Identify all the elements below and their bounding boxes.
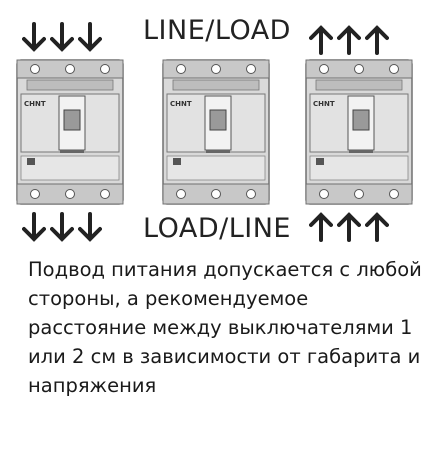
arrow-down-icon bbox=[22, 22, 46, 52]
top-left-arrows bbox=[22, 22, 102, 52]
arrow-down-icon bbox=[78, 22, 102, 52]
arrow-up-icon bbox=[365, 25, 389, 55]
arrow-down-icon bbox=[78, 212, 102, 242]
description-text: Подвод питания допускается с любой сторо… bbox=[28, 258, 422, 397]
bottom-label: LOAD/LINE bbox=[143, 213, 291, 244]
circuit-breaker-middle: CHNT bbox=[162, 59, 270, 205]
arrow-down-icon bbox=[50, 22, 74, 52]
circuit-breaker-left: CHNT bbox=[16, 59, 124, 205]
arrow-up-icon bbox=[337, 25, 361, 55]
top-right-arrows bbox=[309, 25, 389, 55]
arrow-down-icon bbox=[50, 212, 74, 242]
bottom-left-arrows bbox=[22, 212, 102, 242]
arrow-up-icon bbox=[309, 212, 333, 242]
arrow-down-icon bbox=[22, 212, 46, 242]
arrow-up-icon bbox=[337, 212, 361, 242]
bottom-right-arrows bbox=[309, 212, 389, 242]
brand-logo: CHNT bbox=[24, 100, 46, 108]
arrow-up-icon bbox=[365, 212, 389, 242]
arrow-up-icon bbox=[309, 25, 333, 55]
top-label: LINE/LOAD bbox=[143, 15, 291, 46]
circuit-breaker-right: CHNT bbox=[305, 59, 413, 205]
brand-logo: CHNT bbox=[313, 100, 335, 108]
brand-logo: CHNT bbox=[170, 100, 192, 108]
